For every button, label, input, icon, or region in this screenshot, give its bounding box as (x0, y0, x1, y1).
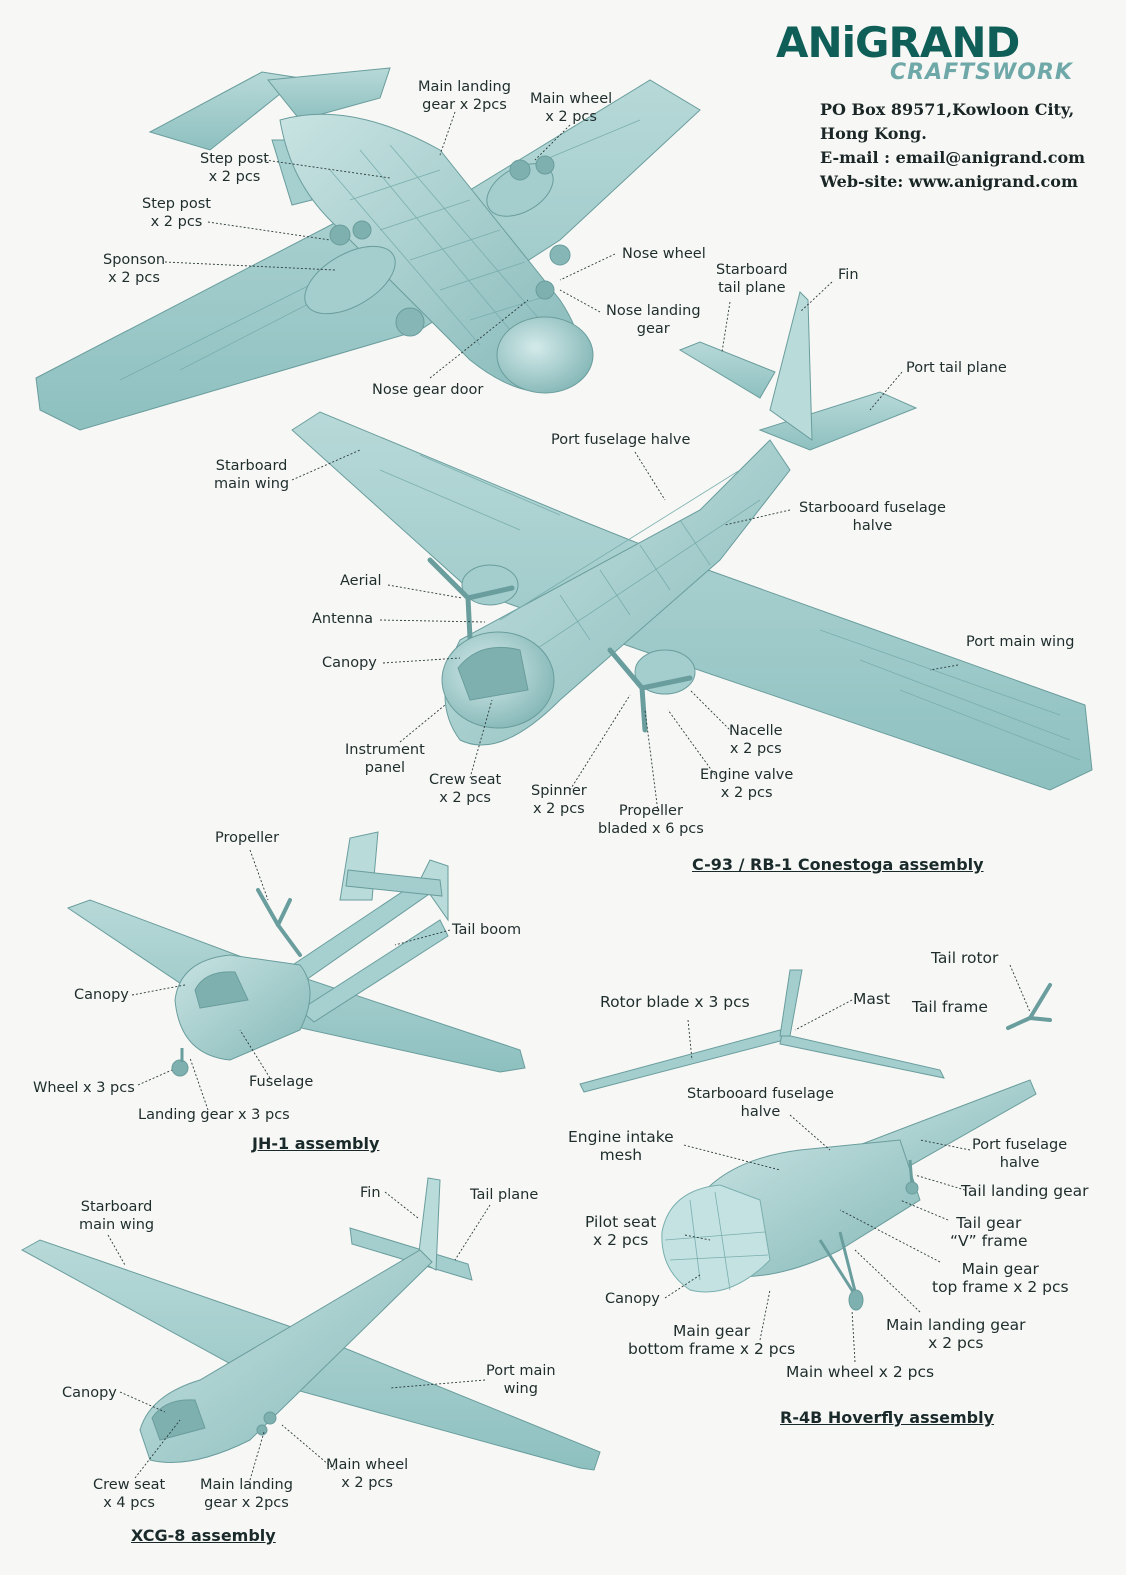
label-step-post-1: Step post x 2 pcs (200, 151, 269, 185)
label-jh1-canopy: Canopy (74, 987, 129, 1003)
label-hoverfly-tail-landing-gear: Tail landing gear (961, 1182, 1089, 1200)
label-hoverfly-tail-rotor: Tail rotor (931, 949, 999, 967)
leader-lines (107, 111, 1031, 1481)
contact-email: E-mail : email@anigrand.com (820, 148, 1086, 167)
label-sponson: Sponson x 2 pcs (103, 252, 166, 286)
jh1-model (66, 831, 526, 1077)
label-engine-valve: Engine valve x 2 pcs (700, 767, 794, 801)
label-port-main-wing: Port main wing (966, 634, 1075, 650)
label-jh1-wheel: Wheel x 3 pcs (33, 1080, 135, 1096)
label-instrument-panel: Instrument panel (345, 742, 425, 776)
label-starboard-fuselage-halve: Starbooard fuselage halve (799, 500, 946, 534)
label-main-wheel: Main wheel x 2 pcs (530, 91, 613, 125)
brand-subtitle: CRAFTSWORK (890, 60, 1073, 85)
label-starboard-main-wing: Starboard main wing (214, 458, 290, 492)
label-nacelle: Nacelle x 2 pcs (729, 723, 783, 757)
label-canopy: Canopy (322, 655, 377, 671)
label-hoverfly-main-wheel: Main wheel x 2 pcs (786, 1363, 935, 1381)
label-xcg8-main-wheel: Main wheel x 2 pcs (326, 1457, 409, 1491)
title-conestoga-assembly: C-93 / RB-1 Conestoga assembly (692, 855, 984, 874)
label-jh1-propeller: Propeller (215, 830, 280, 846)
contact-website: Web-site: www.anigrand.com (820, 172, 1078, 191)
label-starboard-tail-plane: Starboard tail plane (716, 262, 788, 296)
label-hoverfly-mast: Mast (853, 990, 891, 1008)
title-xcg8-assembly: XCG-8 assembly (131, 1526, 276, 1545)
title-jh1-assembly: JH-1 assembly (252, 1134, 380, 1153)
label-hoverfly-main-gear-top-frame: Main gear top frame x 2 pcs (932, 1260, 1069, 1296)
label-step-post-2: Step post x 2 pcs (142, 196, 211, 230)
label-xcg8-crew-seat: Crew seat x 4 pcs (93, 1477, 166, 1511)
label-port-tail-plane: Port tail plane (906, 360, 1007, 376)
label-hoverfly-port-fuselage-halve: Port fuselage halve (972, 1137, 1068, 1171)
label-jh1-landing-gear: Landing gear x 3 pcs (138, 1107, 290, 1123)
xcg8-model (20, 1177, 601, 1471)
label-hoverfly-starboard-fuselage-halve: Starbooard fuselage halve (687, 1086, 834, 1120)
label-main-landing-gear: Main landing gear x 2pcs (418, 79, 511, 113)
label-crew-seat: Crew seat x 2 pcs (429, 772, 502, 806)
label-hoverfly-pilot-seat: Pilot seat x 2 pcs (585, 1213, 657, 1249)
label-fin: Fin (838, 267, 859, 283)
contact-block: PO Box 89571,Kowloon City, Hong Kong. E-… (820, 98, 1085, 194)
label-jh1-fuselage: Fuselage (249, 1074, 314, 1090)
label-hoverfly-rotor-blade: Rotor blade x 3 pcs (600, 993, 750, 1011)
label-spinner: Spinner x 2 pcs (531, 783, 587, 817)
label-xcg8-fin: Fin (360, 1185, 381, 1201)
label-jh1-tail-boom: Tail boom (452, 922, 522, 938)
label-nose-gear-door: Nose gear door (372, 382, 484, 398)
contact-address-line-1: PO Box 89571,Kowloon City, (820, 100, 1075, 119)
label-hoverfly-main-landing-gear: Main landing gear x 2 pcs (886, 1316, 1026, 1352)
label-propeller: Propeller bladed x 6 pcs (598, 803, 704, 837)
hoverfly-model (579, 969, 1052, 1311)
brand-logo: ANiGRAND (776, 18, 1020, 67)
label-xcg8-main-landing-gear: Main landing gear x 2pcs (200, 1477, 293, 1511)
contact-address-line-2: Hong Kong. (820, 124, 927, 143)
conestoga-top-model (291, 291, 1093, 791)
label-antenna: Antenna (312, 611, 373, 627)
conestoga-underside-model (35, 67, 701, 431)
label-port-fuselage-halve: Port fuselage halve (551, 432, 691, 448)
label-xcg8-canopy: Canopy (62, 1385, 117, 1401)
label-xcg8-tail-plane: Tail plane (470, 1187, 539, 1203)
label-aerial: Aerial (340, 573, 382, 589)
label-nose-wheel: Nose wheel (622, 246, 706, 262)
label-nose-landing-gear: Nose landing gear (606, 303, 701, 337)
label-hoverfly-main-gear-bottom-frame: Main gear bottom frame x 2 pcs (628, 1322, 796, 1358)
label-hoverfly-tail-frame: Tail frame (912, 998, 988, 1016)
label-hoverfly-engine-intake-mesh: Engine intake mesh (568, 1128, 674, 1164)
label-hoverfly-tail-gear-v-frame: Tail gear “V” frame (950, 1214, 1028, 1250)
label-xcg8-port-main-wing: Port main wing (486, 1363, 556, 1397)
label-hoverfly-canopy: Canopy (605, 1291, 660, 1307)
title-hoverfly-assembly: R-4B Hoverfly assembly (780, 1408, 995, 1427)
label-xcg8-starboard-main-wing: Starboard main wing (79, 1199, 155, 1233)
